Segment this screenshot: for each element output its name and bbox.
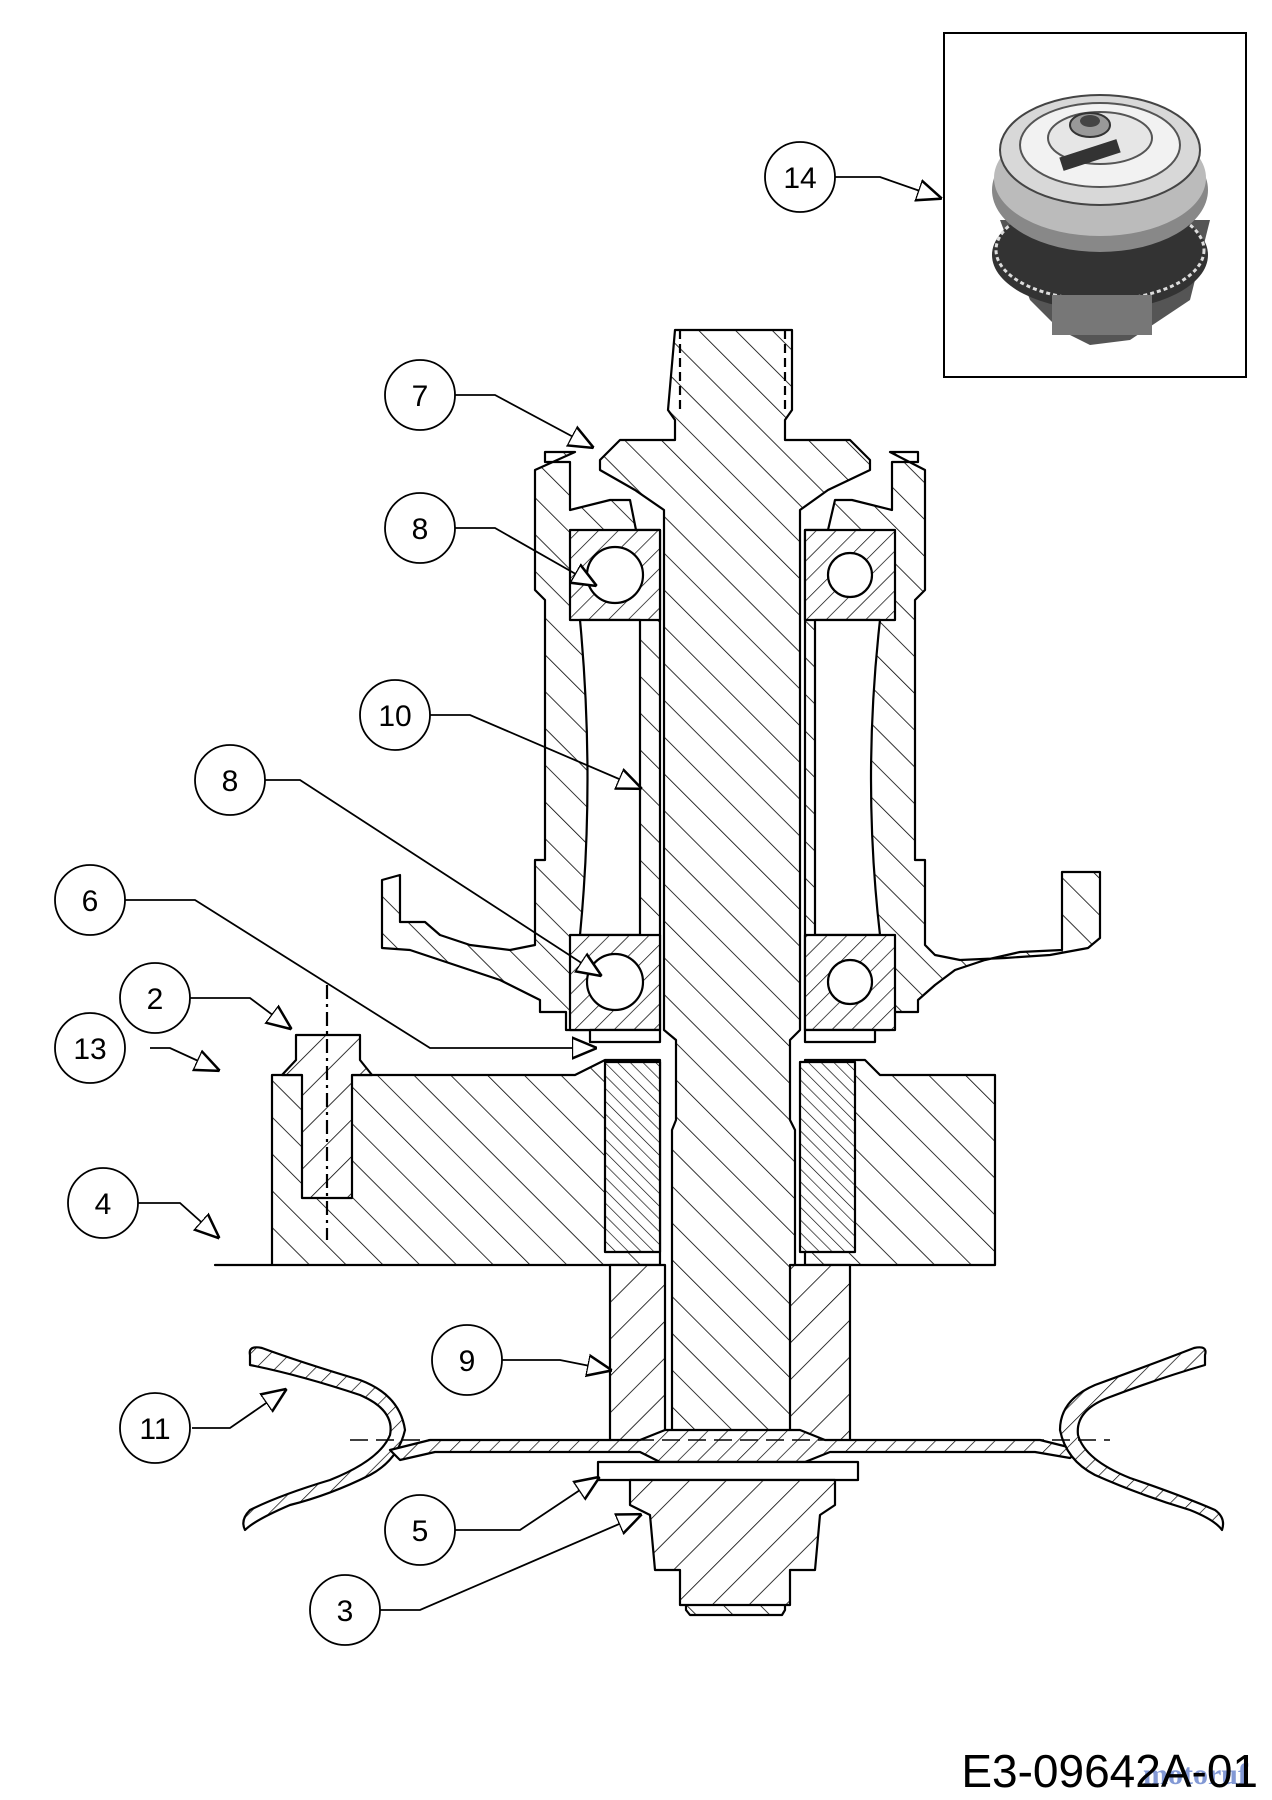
pulley-inset <box>943 32 1247 378</box>
bushing-upper-right <box>798 1060 857 1254</box>
callout-6: 6 <box>54 864 126 936</box>
callout-13: 13 <box>54 1012 126 1084</box>
bearing-spacer-left <box>578 618 642 937</box>
lower-bearing-right <box>803 933 897 1032</box>
svg-text:4: 4 <box>95 1188 112 1221</box>
callout-10: 10 <box>359 679 431 751</box>
svg-text:10: 10 <box>378 700 411 733</box>
callout-5: 5 <box>384 1494 456 1566</box>
callout-7: 7 <box>384 359 456 431</box>
washer-6 <box>588 1028 662 1044</box>
callout-4: 4 <box>67 1167 139 1239</box>
svg-text:7: 7 <box>412 380 429 413</box>
svg-text:11: 11 <box>139 1413 170 1446</box>
spacer-9-left <box>608 1263 667 1452</box>
svg-text:14: 14 <box>783 162 816 195</box>
callout-bubbles: 14 7 8 10 8 6 2 13 4 9 11 5 3 <box>54 141 836 1646</box>
callout-11: 11 <box>119 1392 191 1464</box>
svg-text:3: 3 <box>337 1595 354 1628</box>
bushing-upper-left <box>603 1060 662 1254</box>
svg-text:6: 6 <box>82 885 99 918</box>
bearing-spacer-right <box>813 618 882 937</box>
callout-14: 14 <box>764 141 836 213</box>
callout-8-upper: 8 <box>384 492 456 564</box>
svg-text:13: 13 <box>73 1033 106 1066</box>
bolt-2 <box>280 1033 374 1200</box>
callout-8-lower: 8 <box>194 744 266 816</box>
pulley-assembly-icon <box>992 94 1210 345</box>
callout-2: 2 <box>119 962 191 1034</box>
svg-text:8: 8 <box>222 765 239 798</box>
spindle-cross-section <box>213 328 1225 1617</box>
svg-text:5: 5 <box>412 1515 429 1548</box>
watermark-logo: motoruf <box>1143 1758 1248 1791</box>
svg-text:8: 8 <box>412 513 429 546</box>
spacer-9-right <box>788 1263 852 1452</box>
callout-9: 9 <box>431 1324 503 1396</box>
nut-3 <box>628 1478 837 1607</box>
svg-text:2: 2 <box>147 983 164 1016</box>
deck-plate <box>213 1058 662 1267</box>
blade-11 <box>242 1346 407 1532</box>
callouts <box>125 176 940 1611</box>
drawing-code: E3-09642A-01 <box>961 1745 1258 1797</box>
spindle-shaft <box>598 328 872 1617</box>
svg-text:9: 9 <box>459 1345 476 1378</box>
callout-3: 3 <box>309 1574 381 1646</box>
washer-5 <box>596 1460 860 1482</box>
